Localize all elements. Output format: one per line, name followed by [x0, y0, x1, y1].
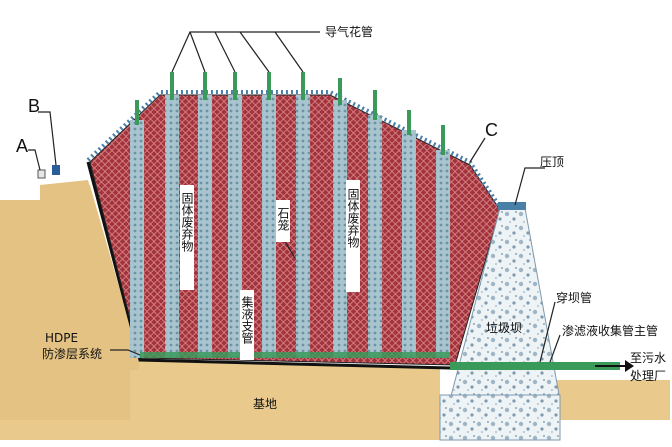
- label-b: B: [28, 96, 40, 116]
- plate-waste-right: [346, 180, 360, 292]
- gas-columns: [130, 95, 450, 358]
- leader-hdpe: [110, 349, 141, 356]
- plate-waste-left: [180, 185, 194, 290]
- ground-bottom: [130, 370, 440, 440]
- label-solid-waste-left: 固体废弃物: [180, 192, 194, 252]
- leader-top: [514, 167, 545, 206]
- label-gravel: 石笼: [276, 207, 290, 232]
- leachate-main-pipe: [450, 362, 620, 370]
- gas-pipes: [135, 72, 445, 155]
- marker-a-block: [37, 169, 46, 179]
- label-leachate-branch: 集液支管: [240, 295, 254, 345]
- label-top-pressure: 压顶: [540, 155, 564, 169]
- label-hdpe-1: HDPE: [45, 331, 78, 345]
- label-a: A: [16, 136, 28, 156]
- label-solid-waste-right: 固体废弃物: [346, 188, 360, 248]
- label-hdpe-2: 防渗层系统: [42, 346, 102, 361]
- label-foundation: 基地: [253, 397, 277, 411]
- leader-a: [28, 149, 41, 171]
- gravel-column: [262, 95, 276, 358]
- plate-branch: [240, 290, 254, 360]
- gravel-column: [368, 115, 382, 358]
- hdpe-liner: [86, 161, 451, 370]
- gravel-column: [333, 100, 347, 358]
- label-to-sewage-1: 至污水: [630, 351, 666, 365]
- label-leachate-main: 渗滤液收集管主管: [562, 323, 658, 338]
- gravel-column: [436, 150, 450, 358]
- dam-footing: [439, 394, 561, 441]
- gravel-column: [198, 95, 212, 358]
- label-c: C: [485, 120, 498, 140]
- leader-b: [38, 111, 57, 166]
- label-to-sewage-2: 处理厂: [630, 369, 666, 383]
- label-gas-pipe: 导气花管: [325, 24, 373, 39]
- leader-c: [469, 137, 486, 163]
- leader-gas-pipe: [171, 31, 320, 73]
- leader-main: [549, 334, 561, 363]
- label-dam-pipe: 穿坝管: [556, 290, 592, 305]
- dam-cap: [498, 202, 526, 210]
- leachate-branch-pipe: [140, 352, 450, 358]
- gravel-column: [402, 130, 416, 358]
- ground-left-slope: [0, 180, 140, 420]
- gravel-column: [165, 95, 179, 358]
- outflow-arrow-head: [625, 360, 634, 372]
- leader-dam-pipe: [539, 301, 556, 363]
- gravel-column: [296, 95, 310, 358]
- ground-right: [555, 380, 670, 420]
- plate-gravel: [276, 200, 290, 242]
- gravel-column: [228, 95, 242, 358]
- label-dam: 垃圾坝: [486, 320, 522, 335]
- marker-b-block: [52, 165, 60, 175]
- gravel-column: [130, 120, 144, 358]
